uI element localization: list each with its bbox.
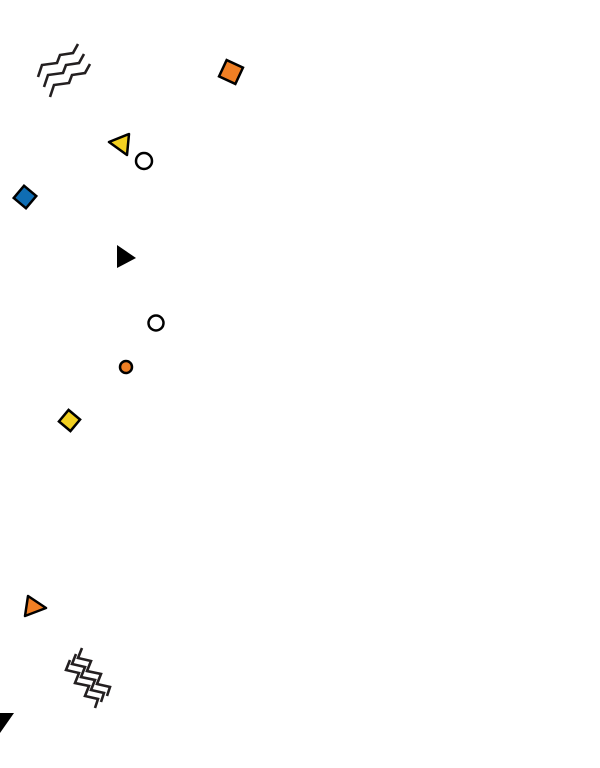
- white-circle-icon: [147, 314, 165, 332]
- black-triangle-icon: [0, 713, 14, 733]
- yellow-triangle-icon: [107, 132, 131, 157]
- black-triangle-icon: [117, 245, 136, 268]
- orange-triangle-icon: [23, 594, 48, 618]
- yellow-diamond-icon: [57, 408, 82, 433]
- white-circle-icon: [134, 151, 154, 171]
- orange-diamond-icon: [217, 58, 245, 86]
- blue-diamond-icon: [11, 183, 39, 211]
- zigzag-top-icon: [36, 43, 92, 98]
- orange-circle-icon: [118, 359, 134, 375]
- zigzag-bottom-icon: [64, 647, 112, 709]
